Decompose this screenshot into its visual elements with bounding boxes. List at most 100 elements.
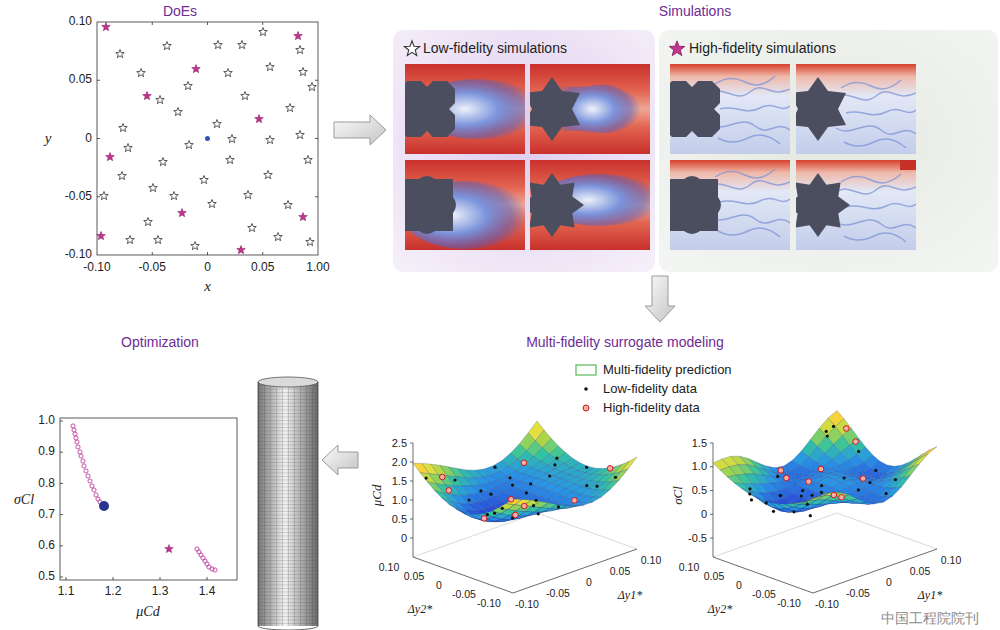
axis-title: Δy2* (408, 603, 432, 617)
node-heading: DoEs (163, 3, 197, 19)
doe-sample-star (137, 69, 146, 77)
axis-tick (710, 514, 713, 515)
axis-tick (710, 490, 713, 491)
node-heading: Simulations (659, 3, 731, 19)
low-fidelity-point (532, 504, 535, 507)
doe-plot (205, 136, 210, 141)
high-fidelity-point (446, 488, 452, 494)
tick-label: 1.2 (105, 585, 122, 599)
pareto-plot (60, 418, 237, 580)
tick-label: 0.7 (38, 508, 55, 522)
low-fidelity-point (493, 512, 496, 515)
tick-label: 0.05 (404, 570, 424, 582)
high-fidelity-panel (659, 30, 998, 272)
node-heading: Optimization (121, 334, 199, 350)
low-fidelity-point (765, 501, 768, 504)
high-fidelity-point (522, 503, 528, 509)
axis-title: Δy1* (918, 589, 942, 603)
doe-sample-star (156, 96, 165, 104)
surface-cell (612, 469, 628, 482)
axis-title: μCd (136, 604, 159, 620)
high-fidelity-panel (836, 80, 916, 148)
tick-label: 1.0 (392, 494, 407, 507)
doe-sample-star (213, 120, 222, 128)
axis-tick (410, 500, 413, 501)
pareto-point (84, 469, 88, 473)
low-fidelity-panel (404, 41, 419, 56)
high-fidelity-panel (663, 176, 721, 234)
surface-cell (413, 463, 429, 474)
high-fidelity-panel (836, 174, 916, 242)
surface-cell (903, 464, 919, 478)
surface-cell (734, 483, 750, 491)
doe-plot (97, 22, 318, 255)
low-fidelity-point (826, 435, 829, 438)
surface-cell (727, 475, 743, 483)
surface-plot (710, 411, 937, 594)
doe-high-fidelity-star (299, 213, 308, 221)
low-fidelity-panel (393, 30, 655, 272)
simulation-box: High-fidelity simulations (659, 30, 998, 272)
high-fidelity-point (860, 476, 866, 482)
doe-high-fidelity-star (294, 32, 303, 40)
tick-label: -0.05 (65, 190, 92, 204)
cylinder-model (318, 382, 319, 626)
axis-tick (410, 443, 413, 444)
low-fidelity-panel (398, 160, 527, 250)
doe-sample-star (284, 201, 293, 209)
surface-cell (921, 447, 937, 458)
tick-label: 0.5 (692, 484, 707, 497)
tick-label: -0.10 (477, 597, 501, 609)
pareto-plot (165, 545, 174, 553)
tick-label: 0.05 (251, 261, 274, 275)
high-fidelity-panel (900, 160, 916, 170)
low-fidelity-panel (399, 64, 539, 154)
doe-sample-star (248, 224, 257, 232)
low-fidelity-point (779, 494, 782, 497)
tick-label: 1.5 (692, 437, 707, 450)
pareto-plot (60, 421, 207, 580)
doe-sample-star (159, 158, 168, 166)
surface-cell (621, 457, 637, 472)
high-fidelity-panel (669, 41, 684, 56)
tick-label: 0 (886, 576, 892, 588)
low-fidelity-point (614, 476, 617, 479)
tick-label: 0.10 (379, 561, 399, 573)
doe-sample-star (274, 233, 283, 241)
low-fidelity-point (750, 498, 753, 501)
doe-sample-star (296, 46, 305, 54)
pareto-point (71, 424, 217, 572)
doe-sample-star (200, 176, 209, 184)
pareto-plot (99, 501, 109, 511)
tick-label: 0 (701, 508, 707, 521)
cylinder-model (258, 382, 318, 626)
low-fidelity-panel (520, 160, 660, 250)
doe-plot (97, 22, 318, 255)
surface-cell (603, 480, 619, 490)
legend-swatch (576, 365, 596, 375)
cylinder-model (258, 626, 318, 630)
doe-high-fidelity-star (97, 23, 308, 254)
low-fidelity-point (772, 510, 775, 513)
axis-title: μCd (371, 484, 386, 506)
doe-high-fidelity-star (255, 115, 264, 123)
surface-cell (894, 476, 910, 489)
tick-label: 0.5 (38, 570, 55, 584)
axis-title: σCl (14, 492, 34, 508)
low-fidelity-point (585, 466, 588, 469)
low-fidelity-point (792, 510, 795, 513)
low-fidelity-panel (393, 30, 660, 272)
node-heading: High-fidelity simulations (689, 40, 836, 56)
pareto-point (79, 454, 83, 458)
doe-sample-star (296, 131, 305, 139)
pareto-point (71, 424, 75, 428)
tick-label: 0 (736, 579, 742, 591)
high-fidelity-point (607, 466, 613, 472)
doe-sample-star (119, 124, 128, 132)
low-fidelity-point (595, 485, 598, 488)
high-fidelity-panel (664, 64, 790, 154)
doe-sample-star (208, 200, 217, 208)
low-fidelity-panel (398, 176, 456, 234)
pareto-point (75, 440, 79, 444)
